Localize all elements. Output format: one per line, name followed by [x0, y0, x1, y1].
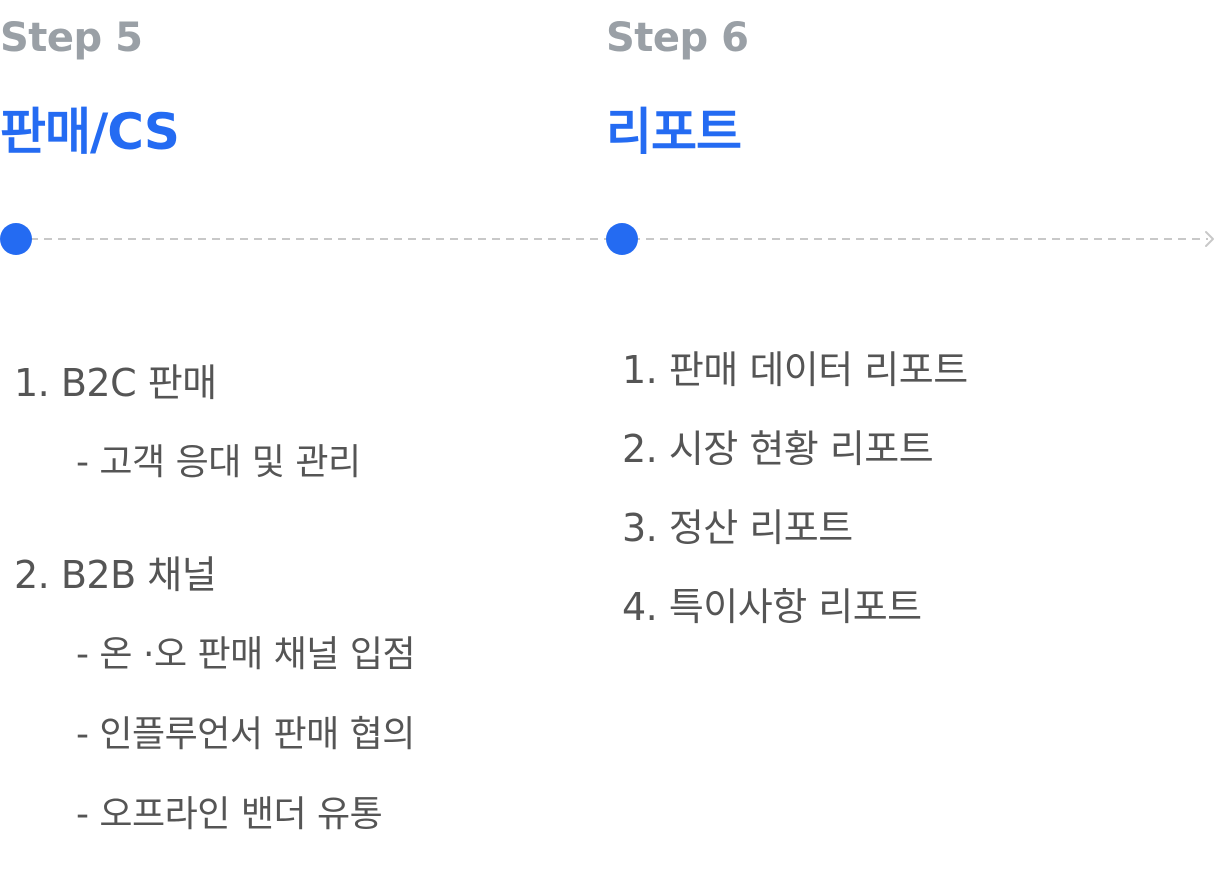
- step-6-item: 4. 특이사항 리포트: [622, 585, 922, 629]
- timeline-graphic: [0, 223, 1214, 255]
- step-6-label: Step 6: [606, 15, 749, 61]
- timeline: [0, 215, 1217, 265]
- step-5-group-2-heading: 2. B2B 채널: [14, 553, 217, 597]
- spacer: [14, 488, 415, 550]
- timeline-arrow-icon: [1205, 231, 1214, 247]
- step-5-group-2-item: - 온 ·오 판매 채널 입점: [76, 634, 416, 675]
- step-5-group-2-item: - 오프라인 밴더 유통: [76, 794, 383, 835]
- step-6-item-list: 1. 판매 데이터 리포트 2. 시장 현황 리포트 3. 정산 리포트 4. …: [622, 345, 968, 632]
- step-6-item: 2. 시장 현황 리포트: [622, 427, 934, 471]
- step-5-group-1-heading: 1. B2C 판매: [14, 361, 217, 405]
- step-5-group-2-item: - 인플루언서 판매 협의: [76, 714, 415, 755]
- step-5-marker-dot: [0, 223, 32, 255]
- step-6-title: 리포트: [606, 103, 742, 161]
- step-6-marker-dot: [606, 223, 638, 255]
- step-5-label: Step 5: [0, 15, 143, 61]
- step-5-item-list: 1. B2C 판매 - 고객 응대 및 관리 2. B2B 채널 - 온 ·오 …: [14, 358, 416, 840]
- step-6-item: 3. 정산 리포트: [622, 506, 853, 550]
- step-6-item: 1. 판매 데이터 리포트: [622, 348, 968, 392]
- step-5-title: 판매/CS: [0, 103, 180, 161]
- step-5-group-1-item: - 고객 응대 및 관리: [76, 442, 361, 483]
